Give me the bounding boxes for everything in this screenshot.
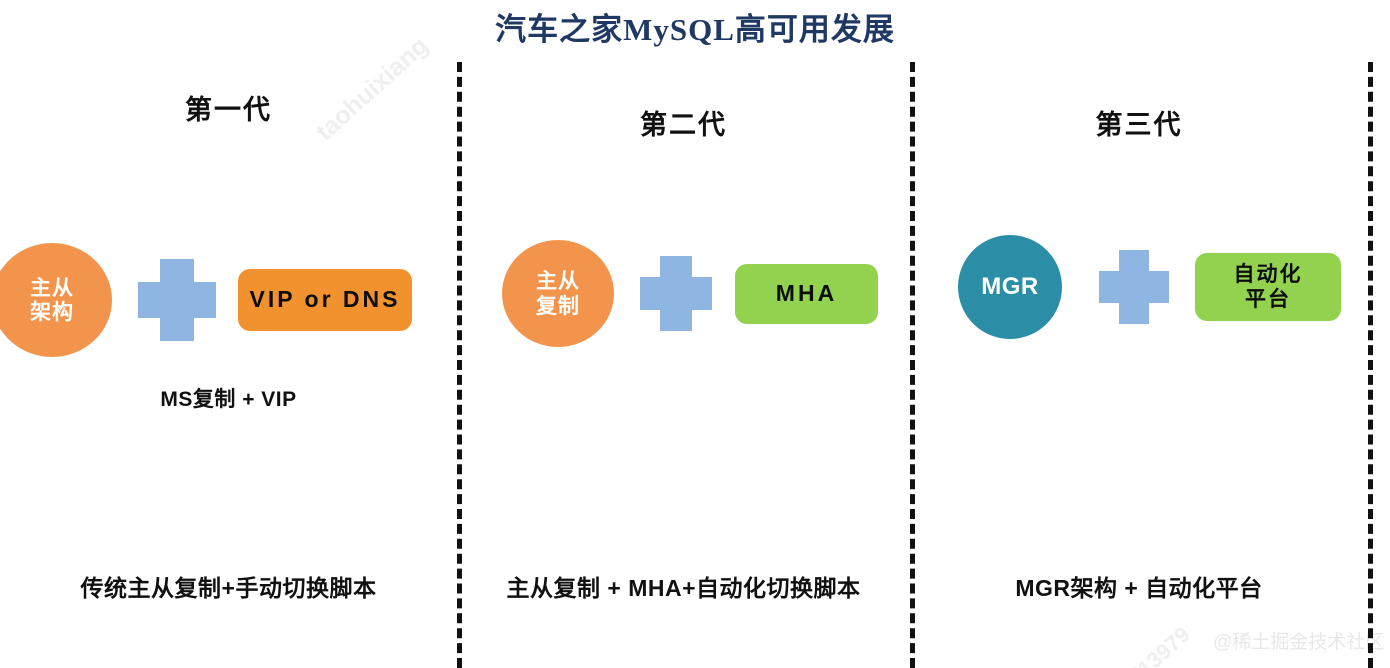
generation-1-pill-label: VIP or DNS xyxy=(249,286,401,313)
generation-1-shape-row: 主从 架构 VIP or DNS xyxy=(0,243,412,357)
generation-2-plus-icon xyxy=(640,256,712,331)
generation-2-bottom-caption: 主从复制 + MHA+自动化切换脚本 xyxy=(506,575,861,601)
generation-2-pill-label: MHA xyxy=(775,279,838,306)
generation-1-plus-icon xyxy=(138,259,216,341)
generation-1-heading: 第一代 xyxy=(185,95,272,125)
watermark-corner: @稀土掘金技术社区 xyxy=(1213,632,1385,653)
generation-3-pill-line2: 平台 xyxy=(1245,287,1291,311)
generation-1-mid-caption: MS复制 + VIP xyxy=(160,388,297,411)
generation-2-circle: 主从 复制 xyxy=(502,240,614,347)
generation-1-circle-line1: 主从 xyxy=(30,275,74,300)
generation-1-circle: 主从 架构 xyxy=(0,243,112,357)
generation-3-plus-icon xyxy=(1099,250,1169,324)
generation-2-circle-line2: 复制 xyxy=(536,293,580,318)
page-title: 汽车之家MySQL高可用发展 xyxy=(495,12,895,47)
generation-3-circle-label: MGR xyxy=(981,273,1039,301)
generation-column-1: 第一代 主从 架构 VIP or DNS MS复制 + VIP 传统主从复制+手… xyxy=(0,0,457,668)
generation-2-shape-row: 主从 复制 MHA xyxy=(502,240,878,347)
divider-gen1-gen2 xyxy=(457,62,462,668)
generation-3-pill-line1: 自动化 xyxy=(1233,261,1303,286)
generation-column-3: 第三代 MGR 自动化 平台 MGR架构 + 自动化平台 xyxy=(910,0,1368,668)
generation-2-circle-line1: 主从 xyxy=(536,269,580,294)
generation-3-pill: 自动化 平台 xyxy=(1195,253,1341,321)
generation-3-bottom-caption: MGR架构 + 自动化平台 xyxy=(1015,575,1263,601)
divider-gen2-gen3 xyxy=(910,62,915,668)
generation-column-2: 第二代 主从 复制 MHA 主从复制 + MHA+自动化切换脚本 xyxy=(457,0,910,668)
divider-right-edge xyxy=(1368,62,1373,668)
generation-1-circle-line2: 架构 xyxy=(30,300,74,324)
generation-3-shape-row: MGR 自动化 平台 xyxy=(958,235,1341,339)
generation-3-circle: MGR xyxy=(958,235,1062,339)
generation-2-pill: MHA xyxy=(735,263,878,324)
generation-2-heading: 第二代 xyxy=(640,110,727,140)
generation-3-heading: 第三代 xyxy=(1095,110,1183,140)
generation-1-pill: VIP or DNS xyxy=(238,269,412,331)
generation-1-bottom-caption: 传统主从复制+手动切换脚本 xyxy=(80,575,377,601)
